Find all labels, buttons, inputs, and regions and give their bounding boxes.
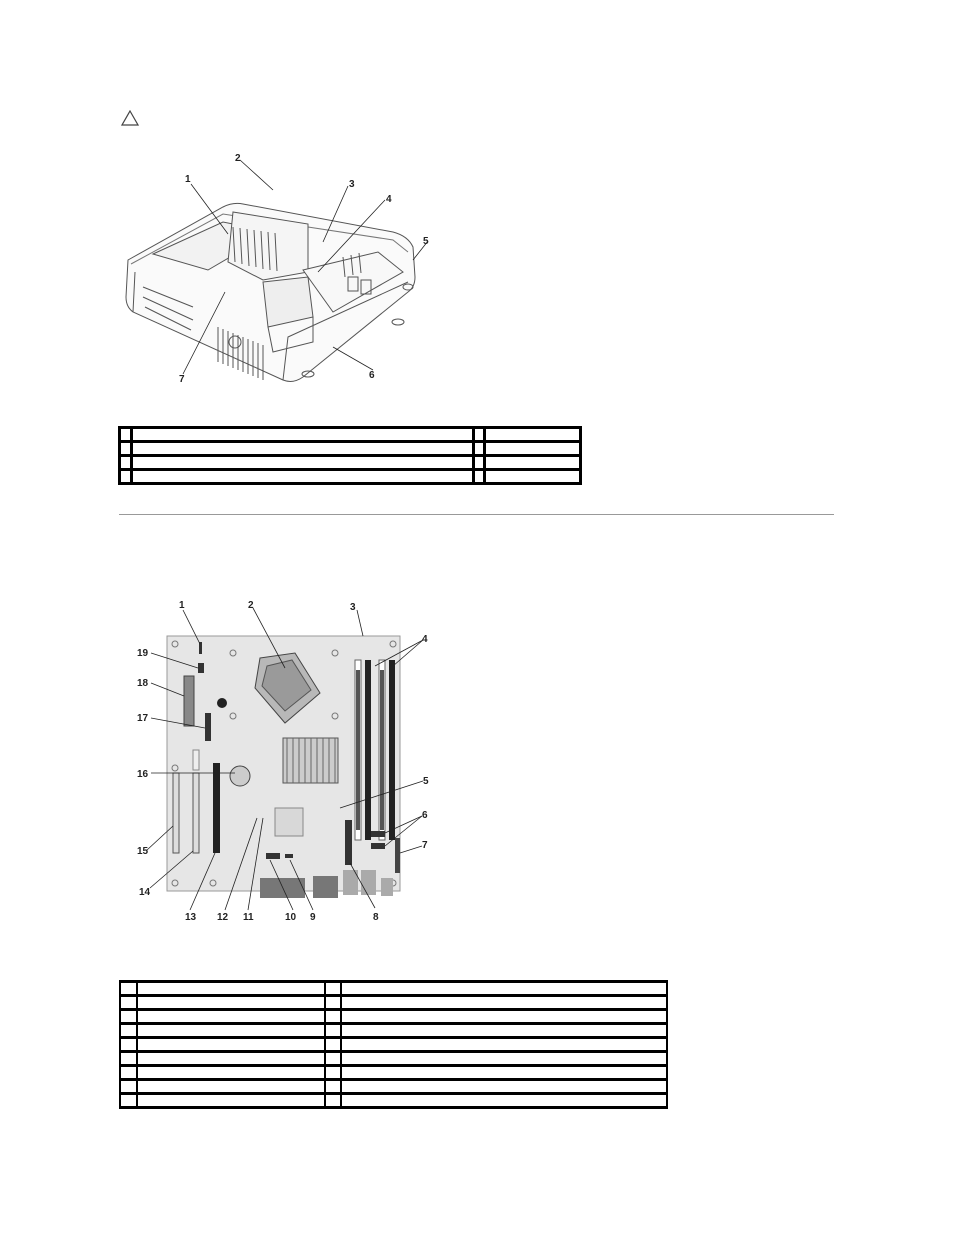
callout-1: 1 xyxy=(185,174,191,185)
table-cell xyxy=(324,1078,342,1095)
table-cell xyxy=(324,1064,342,1081)
table-row xyxy=(118,440,582,457)
table-cell xyxy=(340,1092,668,1109)
callout-9: 9 xyxy=(310,912,316,923)
table-cell xyxy=(136,1078,326,1095)
table-cell xyxy=(136,1092,326,1109)
table-cell xyxy=(130,454,475,471)
callout-18: 18 xyxy=(137,678,149,689)
table-row xyxy=(119,1036,668,1053)
callout-15: 15 xyxy=(137,846,149,857)
table-row xyxy=(119,1008,668,1025)
table-cell xyxy=(324,1008,342,1025)
table-cell xyxy=(340,1050,668,1067)
table-cell xyxy=(340,994,668,1011)
table-cell xyxy=(136,1022,326,1039)
callout-4: 4 xyxy=(386,194,392,205)
table-cell xyxy=(130,440,475,457)
callout-1: 1 xyxy=(179,600,185,611)
table-cell xyxy=(118,426,133,443)
table-cell xyxy=(136,994,326,1011)
legend-table-2 xyxy=(119,980,668,1109)
table-cell xyxy=(119,1064,138,1081)
table-cell xyxy=(340,1036,668,1053)
table-row xyxy=(118,454,582,471)
callout-3: 3 xyxy=(349,179,355,190)
callout-5: 5 xyxy=(423,776,429,787)
table-row xyxy=(119,980,668,997)
table-cell xyxy=(130,426,475,443)
table-row xyxy=(119,1022,668,1039)
table-cell xyxy=(130,468,475,485)
table-cell xyxy=(119,1036,138,1053)
system-board-figure: 1 2 3 4 5 6 7 8 9 10 11 12 13 14 15 16 1… xyxy=(137,600,429,923)
table-cell xyxy=(472,440,486,457)
table-cell xyxy=(340,1008,668,1025)
callout-2: 2 xyxy=(235,153,241,164)
callout-7: 7 xyxy=(422,840,428,851)
callout-7: 7 xyxy=(179,374,185,384)
table-cell xyxy=(324,1050,342,1067)
table-cell xyxy=(340,1064,668,1081)
caution-triangle-icon xyxy=(121,110,139,126)
table-cell xyxy=(340,1022,668,1039)
callout-11: 11 xyxy=(243,912,254,923)
table-cell xyxy=(324,980,342,997)
callout-2: 2 xyxy=(248,600,254,611)
table-cell xyxy=(119,1078,138,1095)
table-cell xyxy=(483,426,582,443)
table-cell xyxy=(119,1008,138,1025)
callout-14: 14 xyxy=(139,887,151,898)
table-cell xyxy=(483,454,582,471)
table-cell xyxy=(119,994,138,1011)
table-cell xyxy=(136,1050,326,1067)
table-cell xyxy=(472,426,486,443)
table-cell xyxy=(472,468,486,485)
table-cell xyxy=(119,1092,138,1109)
callout-6: 6 xyxy=(422,810,428,821)
table-row xyxy=(118,426,582,443)
table-cell xyxy=(324,1022,342,1039)
table-cell xyxy=(118,440,133,457)
table-row xyxy=(119,1092,668,1109)
table-cell xyxy=(324,994,342,1011)
table-row xyxy=(119,1064,668,1081)
callout-12: 12 xyxy=(217,912,229,923)
table-cell xyxy=(472,454,486,471)
callout-6: 6 xyxy=(369,370,375,381)
table-cell xyxy=(136,1008,326,1025)
callout-19: 19 xyxy=(137,648,149,659)
table-row xyxy=(119,994,668,1011)
table-cell xyxy=(136,1036,326,1053)
callout-3: 3 xyxy=(350,602,356,613)
table-cell xyxy=(119,980,138,997)
table-cell xyxy=(118,454,133,471)
callout-17: 17 xyxy=(137,713,149,724)
table-cell xyxy=(324,1036,342,1053)
legend-table-1 xyxy=(118,426,582,485)
table-cell xyxy=(483,440,582,457)
table-cell xyxy=(119,1022,138,1039)
callout-10: 10 xyxy=(285,912,297,923)
table-cell xyxy=(118,468,133,485)
table-cell xyxy=(340,980,668,997)
table-cell xyxy=(119,1050,138,1067)
computer-interior-figure: 1 2 3 4 5 6 7 xyxy=(125,153,429,384)
table-row xyxy=(118,468,582,485)
table-cell xyxy=(136,1064,326,1081)
table-cell xyxy=(340,1078,668,1095)
callout-4: 4 xyxy=(422,634,428,645)
table-row xyxy=(119,1078,668,1095)
callout-16: 16 xyxy=(137,769,149,780)
table-row xyxy=(119,1050,668,1067)
legend-table-2-container xyxy=(110,975,680,1122)
callout-8: 8 xyxy=(373,912,379,923)
section-divider xyxy=(119,514,834,515)
table-cell xyxy=(136,980,326,997)
table-cell xyxy=(483,468,582,485)
table-cell xyxy=(324,1092,342,1109)
callout-5: 5 xyxy=(423,236,429,247)
callout-13: 13 xyxy=(185,912,197,923)
